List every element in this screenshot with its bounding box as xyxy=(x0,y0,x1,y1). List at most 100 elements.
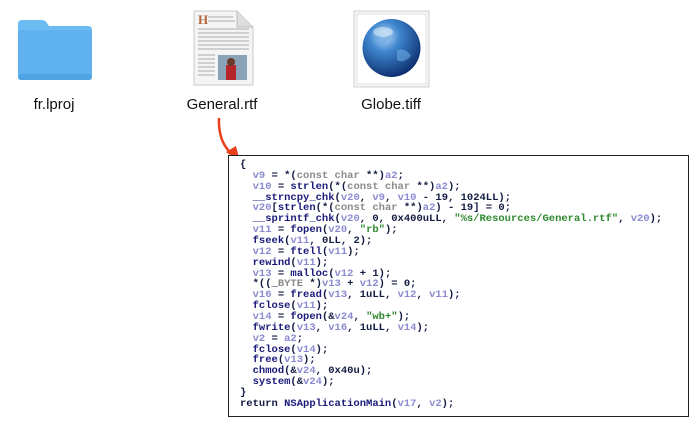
code-variable: a2 xyxy=(384,169,398,182)
code-text: , 0LL, 2); xyxy=(309,235,373,248)
code-string: "rb" xyxy=(359,224,385,237)
code-line: free(v13); xyxy=(240,355,662,366)
code-function: system xyxy=(252,376,291,389)
code-line: } xyxy=(240,388,662,399)
code-text: ( xyxy=(321,224,329,237)
code-variable: v12 xyxy=(252,245,272,258)
code-variable: v2 xyxy=(429,397,442,410)
code-text: ) - 19] = 0; xyxy=(435,202,512,215)
code-line: fclose(v14); xyxy=(240,343,662,356)
code-line: fseek(v11, 0LL, 2); xyxy=(240,236,662,247)
code-text: = xyxy=(265,332,285,345)
code-text: ); xyxy=(448,289,461,302)
code-line: fclose(v11); xyxy=(240,301,662,312)
code-text: , 1uLL, xyxy=(347,289,398,302)
code-line: v10 = strlen(*(const char **)a2); xyxy=(240,180,662,193)
code-variable: v13 xyxy=(321,278,341,291)
code-line: __sprintf_chk(v20, 0, 0x400uLL, "%s/Reso… xyxy=(240,213,663,226)
code-text: , xyxy=(416,289,430,302)
code-text: ; xyxy=(397,169,404,182)
code-text: (*( xyxy=(315,202,335,215)
code-variable: a2 xyxy=(284,332,297,345)
code-variable: v10 xyxy=(252,180,272,193)
code-text: , 0x40u); xyxy=(315,365,373,378)
code-line: v11 = fopen(v20, "rb"); xyxy=(240,225,662,236)
code-variable: v16 xyxy=(328,321,348,334)
code-text: ( xyxy=(391,397,398,410)
code-variable: v20 xyxy=(630,213,650,226)
rtf-document-icon: H xyxy=(193,10,254,86)
code-variable: v13 xyxy=(284,354,304,367)
code-text: , xyxy=(384,191,398,204)
code-text: (& xyxy=(290,376,304,389)
code-text: ); xyxy=(347,245,360,258)
file-name: General.rtf xyxy=(186,96,258,113)
code-variable: v20 xyxy=(252,202,272,215)
code-variable: v12 xyxy=(334,267,354,280)
code-text: *) xyxy=(303,278,322,291)
code-text: = xyxy=(271,289,291,302)
code-text: + xyxy=(340,278,360,291)
code-keyword: const char xyxy=(347,180,411,193)
code-line: fwrite(v13, v16, 1uLL, v14); xyxy=(240,321,662,334)
code-text: ); xyxy=(441,397,455,410)
code-variable: v14 xyxy=(252,311,272,324)
code-text: ); xyxy=(447,180,461,193)
code-function: __sprintf_chk xyxy=(252,213,335,226)
code-function: fopen xyxy=(290,311,322,324)
code-text: ); xyxy=(649,213,663,226)
code-text: (& xyxy=(284,365,297,378)
code-text: { xyxy=(240,159,247,171)
code-text: , xyxy=(359,191,373,204)
code-text: = *( xyxy=(265,169,297,182)
code-text: ); xyxy=(315,300,329,313)
code-variable: v11 xyxy=(328,245,348,258)
code-variable: v20 xyxy=(340,213,360,226)
code-text: ( xyxy=(328,267,335,280)
code-variable: v2 xyxy=(252,332,266,345)
code-text: + 1); xyxy=(353,267,392,280)
code-text: , xyxy=(618,213,631,226)
code-function: chmod xyxy=(252,365,285,378)
code-function: __strncpy_chk xyxy=(252,191,335,204)
code-function: malloc xyxy=(290,267,329,280)
code-line: *((_BYTE *)v13 + v12) = 0; xyxy=(240,279,662,290)
code-text: } xyxy=(240,387,247,400)
code-text: = xyxy=(271,180,291,193)
code-line: __strncpy_chk(v20, v9, v10 - 19, 1024LL)… xyxy=(240,191,662,204)
code-text: ; xyxy=(296,332,304,345)
code-variable: v12 xyxy=(397,289,417,302)
code-text: = xyxy=(271,311,291,324)
code-variable: v24 xyxy=(334,311,354,324)
code-line: system(&v24); xyxy=(240,377,662,388)
code-text: , xyxy=(353,311,367,324)
code-variable: v12 xyxy=(359,278,379,291)
code-variable: v20 xyxy=(328,224,348,237)
code-variable: v11 xyxy=(296,300,316,313)
code-keyword: const char xyxy=(296,169,360,182)
code-text: ( xyxy=(290,343,297,356)
code-text: (& xyxy=(321,311,335,324)
code-function: NSApplicationMain xyxy=(284,397,392,410)
code-text: ( xyxy=(321,289,329,302)
code-variable: a2 xyxy=(422,202,436,215)
code-text: = xyxy=(271,245,291,258)
code-text: **) xyxy=(397,202,423,215)
code-text: ); xyxy=(416,321,430,334)
code-text: , xyxy=(416,397,430,410)
code-line: v16 = fread(v13, 1uLL, v12, v11); xyxy=(240,290,662,301)
code-variable: v16 xyxy=(252,289,272,302)
code-function: fclose xyxy=(252,343,291,356)
code-keyword: const char xyxy=(334,202,398,215)
code-text: , xyxy=(315,321,329,334)
svg-text:H: H xyxy=(198,12,208,27)
code-variable: v9 xyxy=(372,191,385,204)
file-name: Globe.tiff xyxy=(361,96,421,113)
code-text: , 0, 0x400uLL, xyxy=(359,213,455,226)
code-text: ( xyxy=(284,235,291,248)
code-line: { xyxy=(240,160,662,171)
code-variable: v13 xyxy=(296,321,316,334)
code-text: , xyxy=(347,224,360,237)
code-text: ); xyxy=(303,354,316,367)
code-function: fwrite xyxy=(252,321,291,334)
